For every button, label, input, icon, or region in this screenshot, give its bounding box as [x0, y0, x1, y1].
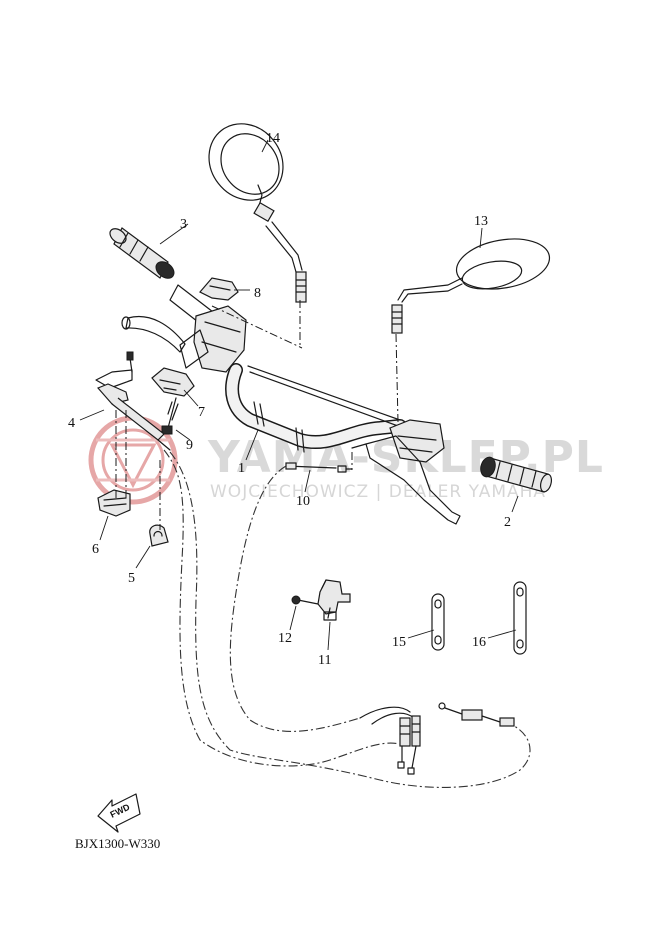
cable-end-right	[438, 702, 515, 727]
band-16	[513, 581, 527, 655]
mirror-left	[208, 123, 307, 303]
part-label-14: 14	[266, 131, 280, 146]
throttle-cable-ends	[359, 706, 421, 775]
band-15	[431, 593, 445, 651]
leader-lines	[79, 139, 519, 651]
part-label-15: 15	[392, 635, 406, 650]
left-switch-assembly	[121, 284, 247, 373]
lever-holder	[95, 351, 171, 451]
screw	[291, 595, 319, 605]
part-label-6: 6	[92, 542, 99, 557]
clip	[97, 489, 131, 517]
bolt	[161, 397, 179, 435]
part-label-13: 13	[474, 214, 488, 229]
part-label-12: 12	[278, 631, 292, 646]
holder-cap	[199, 277, 239, 301]
part-labels: 1 2 3 4 5 6 7 8 9 10 11 12 13 14 15 16	[68, 131, 511, 668]
right-switch-assembly	[351, 419, 461, 525]
holder	[151, 367, 195, 397]
handlebar	[225, 363, 407, 453]
part-label-10: 10	[296, 494, 310, 509]
mirror-right	[391, 238, 551, 334]
part-label-1: 1	[238, 461, 245, 476]
clamp	[149, 524, 169, 547]
part-label-9: 9	[186, 438, 193, 453]
bracket	[317, 579, 351, 621]
grip-left	[109, 227, 175, 279]
part-label-11: 11	[318, 653, 331, 668]
cable-routes	[115, 300, 531, 788]
part-label-4: 4	[68, 416, 75, 431]
part-label-2: 2	[504, 515, 511, 530]
part-label-16: 16	[472, 635, 486, 650]
part-label-7: 7	[198, 405, 205, 420]
part-label-5: 5	[128, 571, 135, 586]
grip-right	[480, 456, 553, 493]
fwd-arrow: FWD	[97, 793, 141, 833]
part-label-3: 3	[180, 217, 187, 232]
watermark-dealer: WOJCIECHOWICZ | DEALER YAMAHA	[210, 482, 546, 502]
diagram-code: BJX1300-W330	[75, 836, 160, 851]
part-label-8: 8	[254, 286, 261, 301]
